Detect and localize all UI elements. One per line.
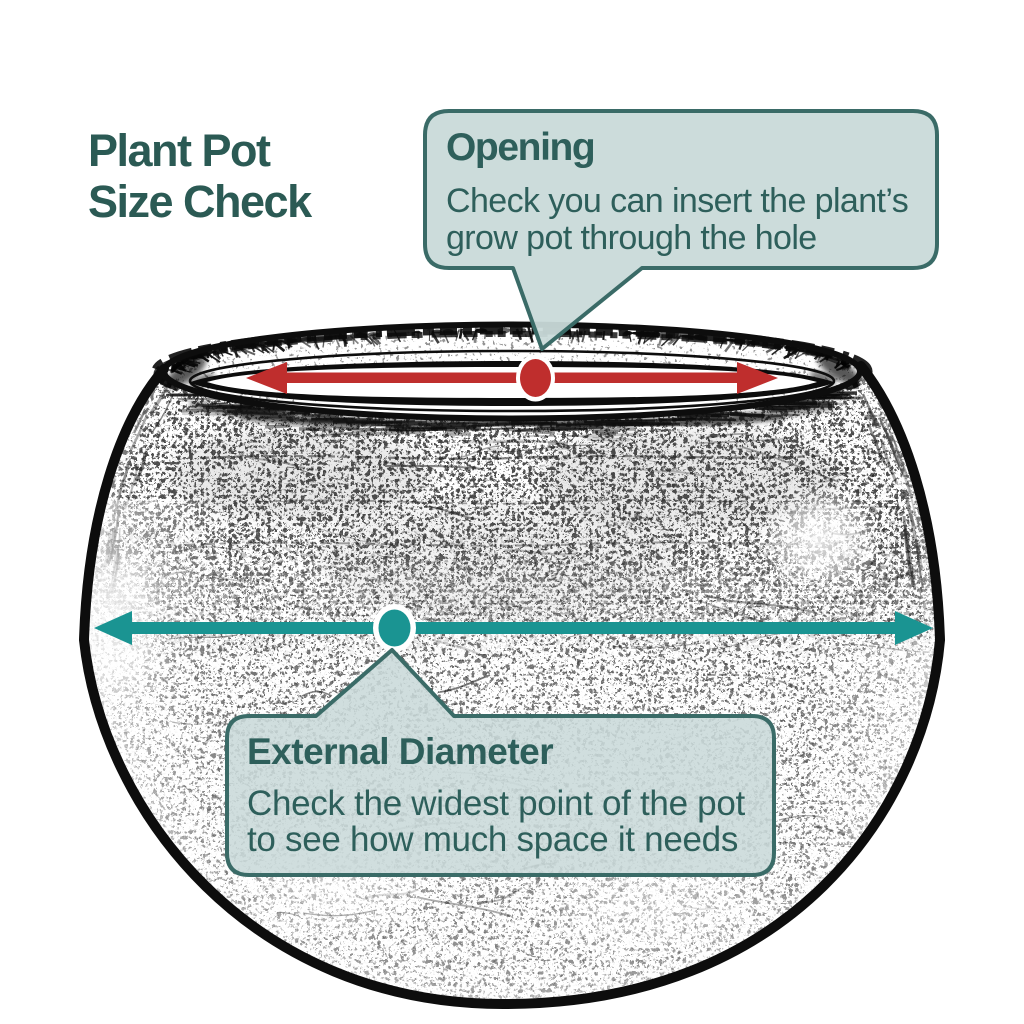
svg-text:Size Check: Size Check <box>88 176 313 227</box>
svg-text:Check you can insert the plant: Check you can insert the plant’s <box>446 182 908 220</box>
svg-text:Plant Pot: Plant Pot <box>88 125 271 176</box>
svg-text:to see how much space it needs: to see how much space it needs <box>247 820 738 859</box>
svg-text:Check the widest point of the: Check the widest point of the pot <box>247 784 745 823</box>
svg-text:Opening: Opening <box>446 126 594 169</box>
svg-text:External Diameter: External Diameter <box>247 731 553 772</box>
svg-text:grow pot through the hole: grow pot through the hole <box>446 219 817 257</box>
